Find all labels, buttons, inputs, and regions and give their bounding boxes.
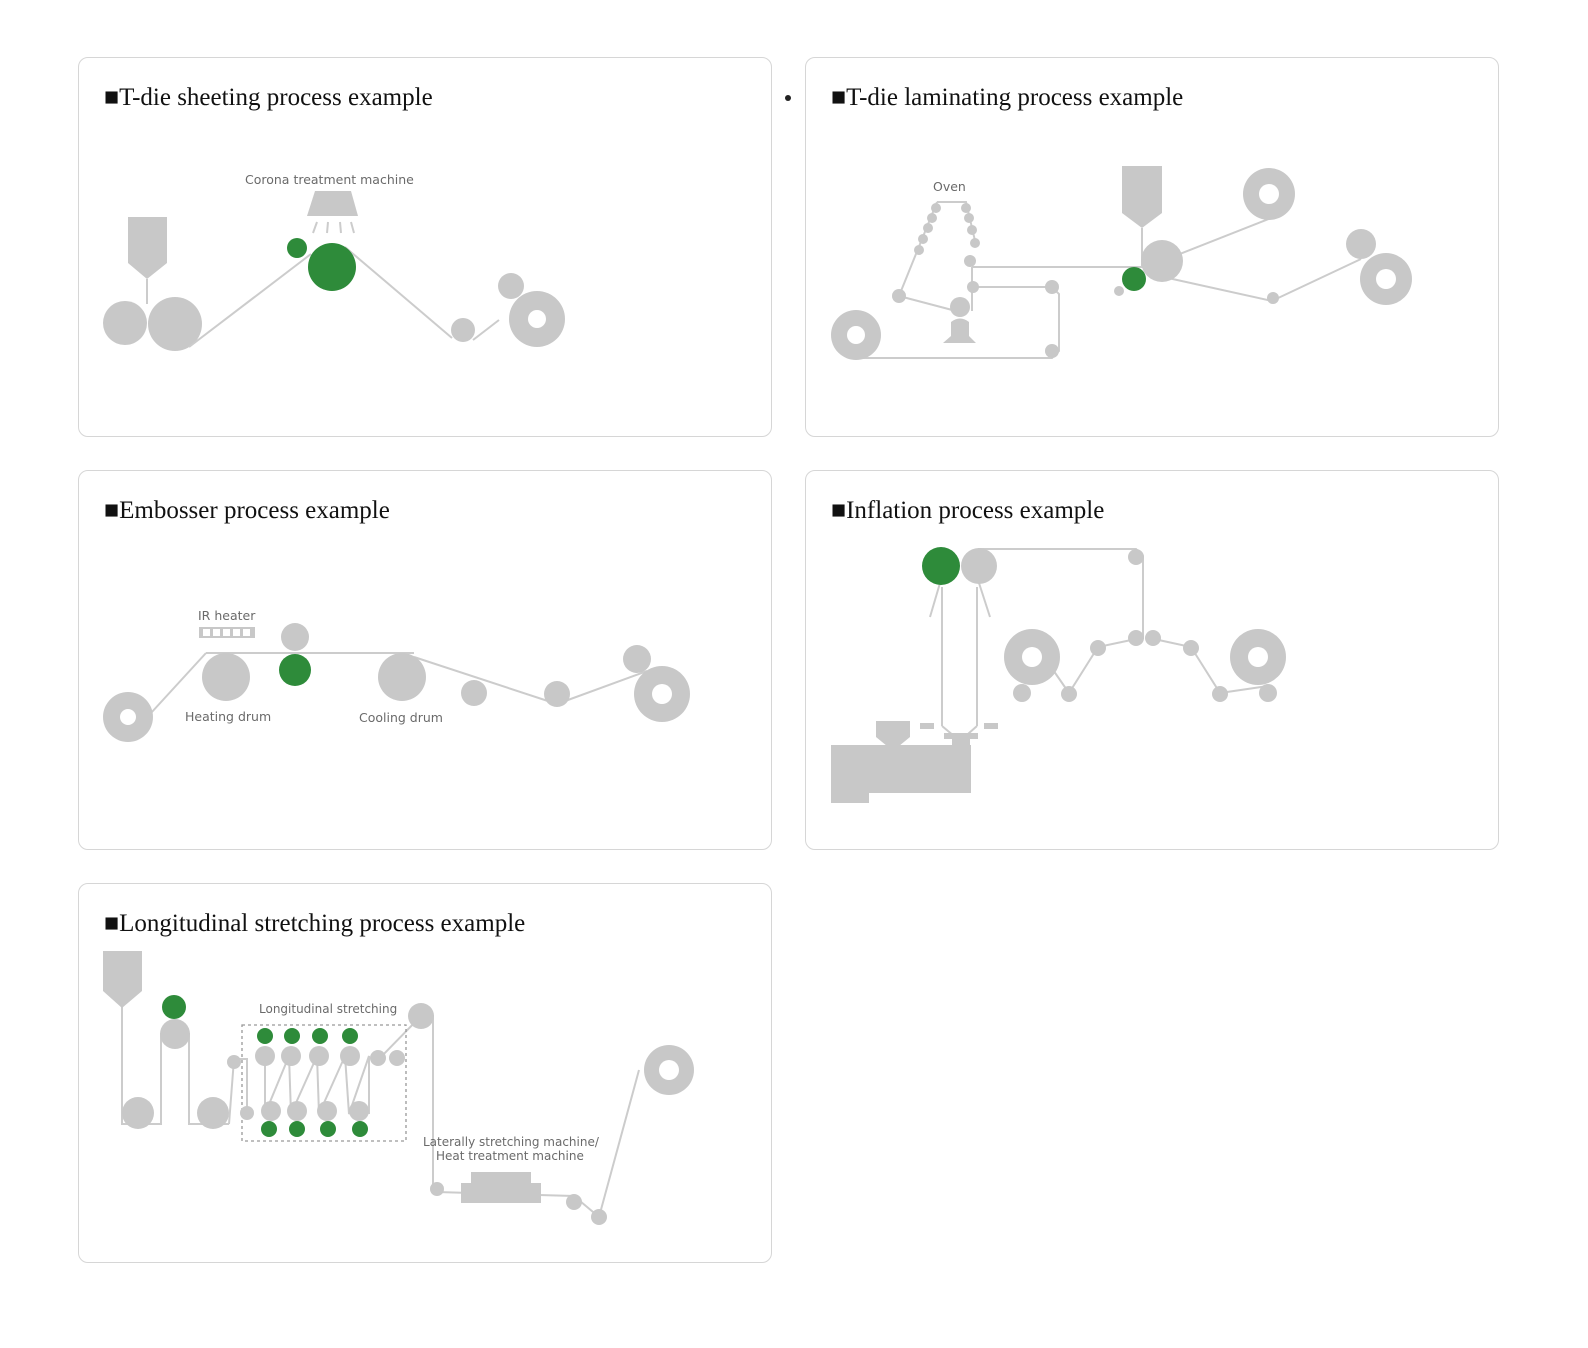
treatment-roll-green [308,243,356,291]
roll [1346,229,1376,259]
roll [1114,286,1124,296]
t-die-icon [103,951,142,1008]
nip-roll-green [287,238,307,258]
corona-treater-icon [307,191,358,216]
t-die-icon [128,217,167,279]
pinch-roll-green [922,547,960,585]
roll [1045,280,1059,294]
chill-roll [1141,240,1183,282]
roll [623,645,651,673]
heating-drum [202,653,250,701]
cast-roll [197,1097,229,1129]
label-corona: Corona treatment machine [245,172,414,187]
label-heat-treatment: Heat treatment machine [436,1149,584,1163]
inflation-diagram [831,547,1286,803]
card-t-die-laminating: ■T-die laminating process example [805,57,1499,437]
card-embosser: ■Embosser process example IR heater Heat… [78,470,772,850]
card-longitudinal-stretching: ■Longitudinal stretching process example [78,883,772,1263]
pinch-roll [961,548,997,584]
emboss-roll-green [279,654,311,686]
roll [498,273,524,299]
nip-roll-green [1122,267,1146,291]
green-roll [162,995,186,1019]
stretching-zone-box [241,1024,407,1142]
card-inflation: ■Inflation process example [805,470,1499,850]
roll [451,318,475,342]
label-cooling-drum: Cooling drum [359,710,443,725]
roll [892,289,906,303]
t-die-laminating-diagram: Oven [831,166,1412,360]
roll [964,255,976,267]
roll [408,1003,434,1029]
winder-core [528,310,546,328]
cooling-drum [378,653,426,701]
roll [1045,344,1059,358]
card-title: ■T-die sheeting process example [104,84,433,111]
card-title: ■Embosser process example [104,497,390,524]
roll [967,281,979,293]
label-ir-heater: IR heater [198,608,256,623]
chill-roll [148,297,202,351]
card-t-die-sheeting: ■T-die sheeting process example Corona t… [78,57,772,437]
roll [1128,549,1144,565]
cast-roll [122,1097,154,1129]
label-lateral-stretching: Laterally stretching machine/ [423,1135,600,1149]
applicator-icon [943,318,976,343]
roll [461,680,487,706]
label-longitudinal-stretching: Longitudinal stretching [259,1002,397,1016]
label-heating-drum: Heating drum [185,709,271,724]
embosser-diagram: IR heater Heating drum Cooling drum [103,608,690,742]
roll [1267,292,1279,304]
label-oven: Oven [933,179,966,194]
lateral-stretcher-icon [461,1172,541,1203]
card-title: ■Inflation process example [831,497,1105,524]
card-title: ■T-die laminating process example [831,84,1184,111]
roll [281,623,309,651]
roll [160,1019,190,1049]
list-bullet [785,95,791,101]
longitudinal-stretching-diagram: Longitudinal stretching Laterally stretc… [103,951,694,1225]
t-die-sheeting-diagram: Corona treatment machine [103,172,565,351]
roll [544,681,570,707]
roll [950,297,970,317]
card-title: ■Longitudinal stretching process example [104,910,526,937]
roll [103,301,147,345]
t-die-icon [1122,166,1162,228]
hopper-icon [876,721,910,751]
